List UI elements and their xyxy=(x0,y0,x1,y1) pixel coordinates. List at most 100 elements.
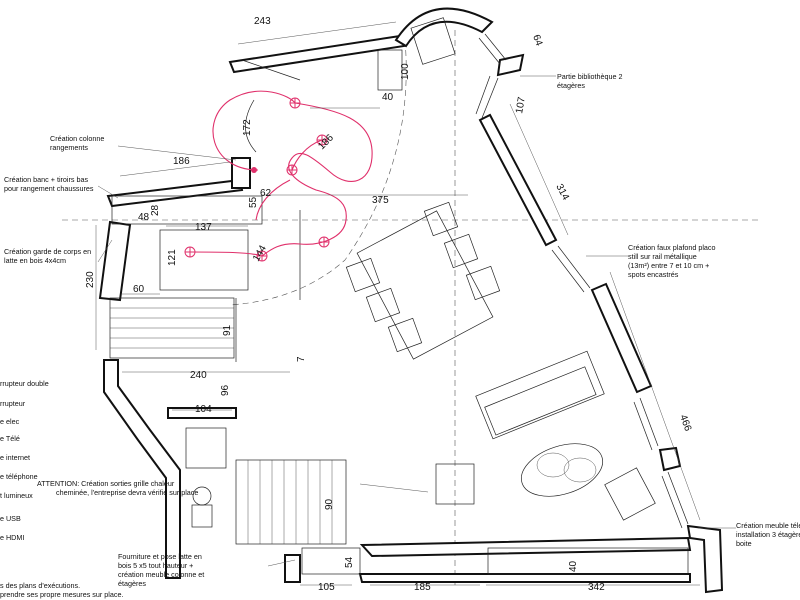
note-bibliotheque: Partie bibliothèque 2 étagères xyxy=(557,72,623,90)
legend-item: e elec xyxy=(0,417,20,426)
dim-7: 7 xyxy=(296,356,307,362)
wall-bottom-lower xyxy=(358,573,691,583)
legend-item: rrupteur double xyxy=(0,379,49,388)
legend-item: e HDMI xyxy=(0,533,24,542)
wall-top xyxy=(228,34,406,74)
stair-swing-arc xyxy=(229,39,407,306)
dim-186-left: 186 xyxy=(173,156,190,167)
svg-text:still sur rail métallique: still sur rail métallique xyxy=(628,252,697,261)
wall-entry-top xyxy=(106,178,244,208)
legend-item: rrupteur xyxy=(0,399,26,408)
svg-text:cheminée, l'entreprise devra v: cheminée, l'entreprise devra vérifié sur… xyxy=(56,488,198,497)
svg-text:étagères: étagères xyxy=(557,81,585,90)
stairs xyxy=(109,297,347,545)
wall-tower-right xyxy=(496,53,525,77)
note-attention: ATTENTION: Création sorties grille chale… xyxy=(37,479,198,497)
svg-text:Création garde de corps en: Création garde de corps en xyxy=(4,247,91,256)
legend: rrupteur double rrupteur e elec e Télé e… xyxy=(0,379,49,542)
walls xyxy=(98,7,724,594)
dim-107: 107 xyxy=(514,96,528,115)
wall-left-lower xyxy=(103,359,181,579)
dim-40-bottom: 40 xyxy=(568,560,579,572)
wall-tower-curve xyxy=(394,7,494,48)
svg-text:prendre ses propre mesures sur: prendre ses propre mesures sur place. xyxy=(0,590,123,599)
light-points xyxy=(184,97,330,262)
svg-text:(13m²) entre 7 et 10 cm +: (13m²) entre 7 et 10 cm + xyxy=(628,261,709,270)
legend-item: e USB xyxy=(0,514,21,523)
dim-144: 144 xyxy=(251,243,269,263)
svg-text:rangements: rangements xyxy=(50,143,88,152)
footer-notes: s des plans d'exécutions. prendre ses pr… xyxy=(0,581,123,599)
legend-item: e téléphone xyxy=(0,472,38,481)
wall-right-1 xyxy=(478,113,558,247)
svg-text:Fourniture et pose latte en: Fourniture et pose latte en xyxy=(118,552,202,561)
dim-96: 96 xyxy=(220,384,231,396)
svg-text:ATTENTION: Création sorties gr: ATTENTION: Création sorties grille chale… xyxy=(37,479,175,488)
svg-text:spots encastrés: spots encastrés xyxy=(628,270,679,279)
wall-right-3 xyxy=(658,446,682,472)
wall-bath-top xyxy=(167,407,237,419)
dimension-lines xyxy=(95,21,701,586)
dining-set xyxy=(345,201,501,360)
dim-62: 62 xyxy=(260,188,272,199)
electrical-wiring xyxy=(189,90,373,257)
dim-137: 137 xyxy=(195,222,212,233)
dim-100: 100 xyxy=(400,63,411,80)
dim-91: 91 xyxy=(222,324,233,336)
wall-left-upper xyxy=(98,220,132,302)
svg-text:bois 5 x5 tout hauteur +: bois 5 x5 tout hauteur + xyxy=(118,561,193,570)
dim-104: 104 xyxy=(195,404,212,415)
dim-105: 105 xyxy=(318,582,335,593)
dim-375: 375 xyxy=(372,195,389,206)
svg-text:installation 3 étagères: installation 3 étagères xyxy=(736,530,800,539)
wall-bottom xyxy=(359,536,692,558)
svg-text:pour rangement chaussures: pour rangement chaussures xyxy=(4,184,94,193)
svg-text:Création banc + tiroirs bas: Création banc + tiroirs bas xyxy=(4,175,89,184)
note-garde-corps: Création garde de corps en latte en bois… xyxy=(4,247,91,265)
wall-right-4 xyxy=(686,524,724,594)
dim-230: 230 xyxy=(85,271,96,288)
dim-240: 240 xyxy=(190,370,207,381)
annotation-leaders xyxy=(97,75,736,567)
note-meuble-tele: Création meuble télé installation 3 étag… xyxy=(736,521,800,548)
dim-185: 185 xyxy=(414,582,431,593)
svg-text:boite: boite xyxy=(736,539,752,548)
legend-item: e Télé xyxy=(0,434,20,443)
svg-text:étagères: étagères xyxy=(118,579,146,588)
dim-28: 28 xyxy=(150,204,161,216)
wall-entry-column xyxy=(231,157,251,189)
interior-fittings xyxy=(111,49,689,575)
sofa xyxy=(475,350,605,440)
svg-text:s des plans d'exécutions.: s des plans d'exécutions. xyxy=(0,581,80,590)
dim-60: 60 xyxy=(133,284,145,295)
dim-64: 64 xyxy=(530,33,544,48)
dining-table xyxy=(356,210,494,360)
dim-466: 466 xyxy=(677,413,693,433)
note-fourniture: Fourniture et pose latte en bois 5 x5 to… xyxy=(118,552,204,588)
note-faux-plafond: Création faux plafond placo still sur ra… xyxy=(628,243,716,279)
wall-bottom-left xyxy=(284,554,301,583)
legend-item: e internet xyxy=(0,453,30,462)
dim-90: 90 xyxy=(324,498,335,510)
windows xyxy=(475,33,689,529)
dim-40-top: 40 xyxy=(382,92,394,103)
svg-text:Création colonne: Création colonne xyxy=(50,134,104,143)
living-set xyxy=(410,17,656,521)
svg-text:Création faux plafond placo: Création faux plafond placo xyxy=(628,243,716,252)
dim-243: 243 xyxy=(254,16,271,27)
armchair-right xyxy=(604,467,656,521)
svg-text:Création meuble télé: Création meuble télé xyxy=(736,521,800,530)
dim-121: 121 xyxy=(167,249,178,266)
armchair-top xyxy=(410,17,456,65)
dim-314: 314 xyxy=(553,182,571,202)
svg-text:latte en bois 4x4cm: latte en bois 4x4cm xyxy=(4,256,66,265)
armchair-left xyxy=(435,463,475,505)
dim-342: 342 xyxy=(588,582,605,593)
note-banc: Création banc + tiroirs bas pour rangeme… xyxy=(4,175,94,193)
svg-text:création meuble colonne et: création meuble colonne et xyxy=(118,570,204,579)
dim-172: 172 xyxy=(242,119,253,136)
note-colonne: Création colonne rangements xyxy=(50,134,104,152)
wall-right-2 xyxy=(590,282,653,394)
coffee-table xyxy=(521,443,603,497)
